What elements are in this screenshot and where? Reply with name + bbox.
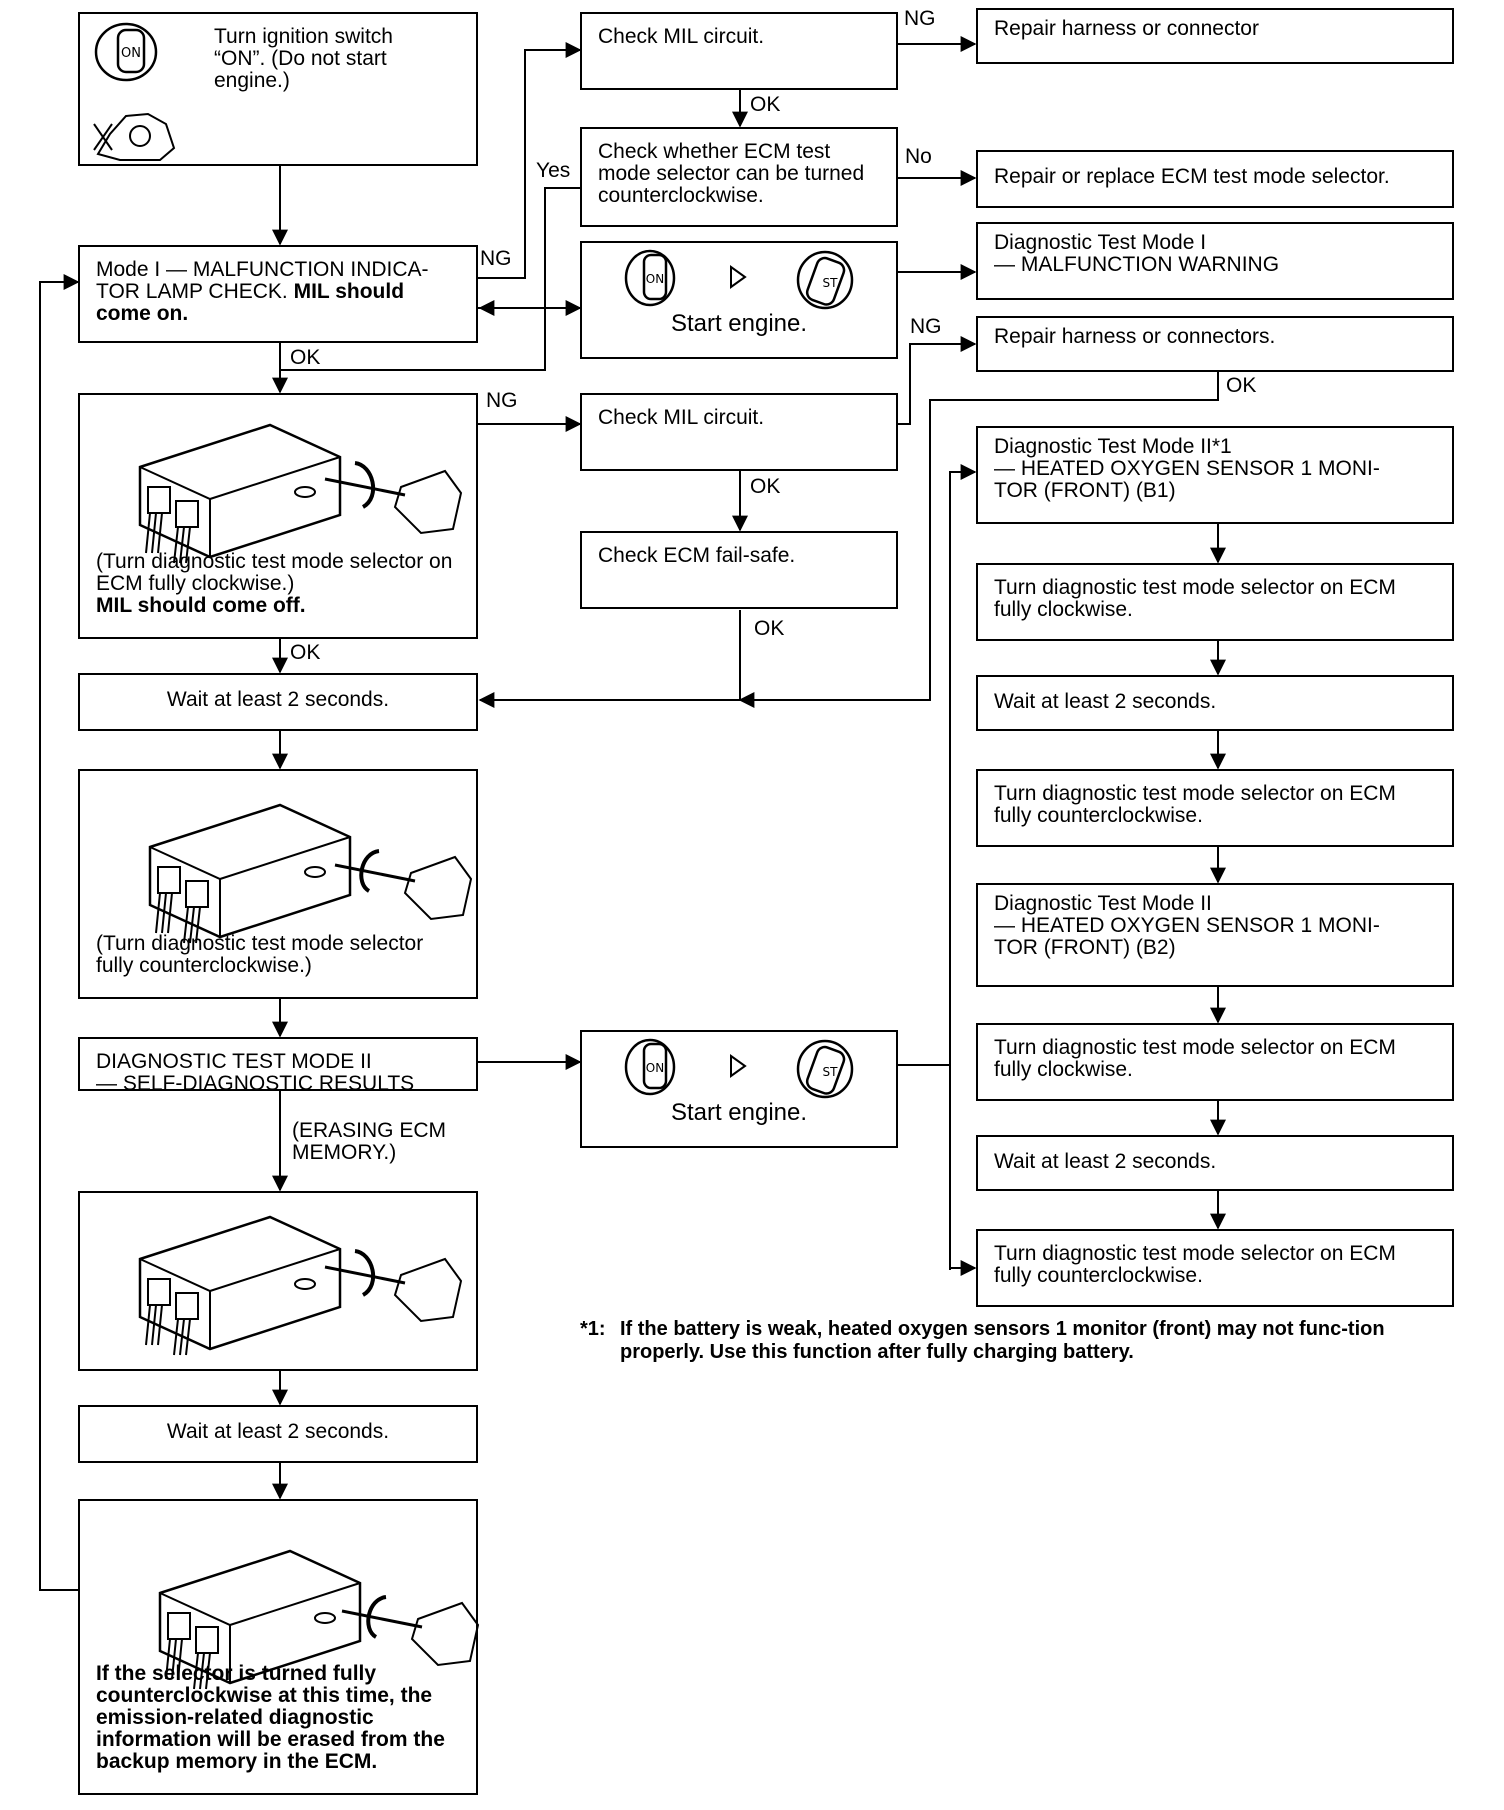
wait-box-3: Wait at least 2 seconds.	[976, 675, 1454, 731]
wait-text-2: Wait at least 2 seconds.	[166, 1420, 390, 1443]
svg-text:ON: ON	[646, 1061, 664, 1075]
turn-ccw-text-2: Turn diagnostic test mode selector on EC…	[994, 1242, 1396, 1287]
diag-mode2-b2-text: Diagnostic Test Mode II — HEATED OXYGEN …	[994, 892, 1380, 959]
ecm-unit-icon	[138, 1215, 342, 1356]
screwdriver-hand-icon	[341, 1595, 480, 1667]
check-failsafe-box: Check ECM fail-safe.	[580, 531, 898, 609]
ecm-unit-icon	[138, 423, 342, 564]
svg-text:ST: ST	[823, 1065, 839, 1079]
ignition-step-text: Turn ignition switch “ON”. (Do not start…	[214, 25, 393, 92]
footnote-text: If the battery is weak, heated oxygen se…	[620, 1318, 1385, 1363]
repair-selector-text: Repair or replace ECM test mode selector…	[994, 165, 1390, 188]
diag-mode2-self-box: DIAGNOSTIC TEST MODE II — SELF-DIAGNOSTI…	[78, 1037, 478, 1095]
diag-mode2-self-text: DIAGNOSTIC TEST MODE II — SELF-DIAGNOSTI…	[96, 1050, 415, 1095]
arrow-right-icon	[730, 265, 747, 289]
diag-mode2-b1-text: Diagnostic Test Mode II*1 — HEATED OXYGE…	[994, 435, 1380, 502]
ng-label: NG	[910, 315, 942, 338]
mode1-mil-check-box: Mode I — MALFUNCTION INDICA-TOR LAMP CHE…	[78, 245, 478, 343]
ok-label: OK	[290, 641, 321, 664]
wait-text-4: Wait at least 2 seconds.	[994, 1150, 1217, 1173]
check-mil-circuit-box-2: Check MIL circuit.	[580, 393, 898, 471]
repair-harness-box-2: Repair harness or connectors.	[976, 316, 1454, 372]
arrow-right-icon	[730, 1054, 747, 1078]
ok-label: OK	[750, 475, 781, 498]
turn-cw-box-1: Turn diagnostic test mode selector on EC…	[976, 563, 1454, 641]
ok-label: OK	[750, 93, 781, 116]
ok-label: OK	[1226, 374, 1257, 397]
ignition-key-icon: ON	[94, 22, 158, 82]
mode1-title: Mode I — MALFUNCTION INDICA-TOR LAMP CHE…	[96, 258, 429, 303]
turn-ccw-text-1: Turn diagnostic test mode selector on EC…	[994, 782, 1396, 827]
repair-harness-text-2: Repair harness or connectors.	[994, 325, 1276, 348]
ignition-key-icon: ON	[624, 249, 676, 307]
diag-mode1-box: Diagnostic Test Mode I — MALFUNCTION WAR…	[976, 222, 1454, 300]
ok-label: OK	[290, 346, 321, 369]
ignition-key-icon: ST	[796, 250, 854, 310]
screwdriver-hand-icon	[324, 1249, 463, 1323]
wait-box-1: Wait at least 2 seconds.	[78, 673, 478, 731]
ignition-step-box: ON Turn ignition switch “ON”. (Do not st…	[78, 12, 478, 166]
ecm-erase-box	[78, 1191, 478, 1371]
yes-label: Yes	[536, 159, 571, 182]
no-label: No	[905, 145, 932, 168]
ng-label: NG	[904, 7, 936, 30]
start-engine-text-2: Start engine.	[670, 1099, 808, 1126]
ignition-key-icon: ON	[624, 1038, 676, 1096]
start-engine-box-2: ON ST Start engine.	[580, 1030, 898, 1148]
diag-mode2-b1-box: Diagnostic Test Mode II*1 — HEATED OXYGE…	[976, 426, 1454, 524]
wait-box-4: Wait at least 2 seconds.	[976, 1135, 1454, 1191]
clockwise-caption: (Turn diagnostic test mode selector on E…	[96, 550, 453, 595]
ecm-unit-icon	[158, 1549, 362, 1690]
turn-cw-box-2: Turn diagnostic test mode selector on EC…	[976, 1023, 1454, 1101]
svg-text:ON: ON	[646, 272, 664, 286]
engine-icon	[93, 112, 176, 161]
svg-text:ON: ON	[121, 46, 141, 61]
turn-cw-text-2: Turn diagnostic test mode selector on EC…	[994, 1036, 1396, 1081]
ignition-key-icon: ST	[796, 1039, 854, 1099]
turn-ccw-box-2: Turn diagnostic test mode selector on EC…	[976, 1229, 1454, 1307]
diag-mode1-text: Diagnostic Test Mode I — MALFUNCTION WAR…	[994, 231, 1280, 276]
check-mil-circuit-text-2: Check MIL circuit.	[598, 406, 765, 429]
repair-selector-box: Repair or replace ECM test mode selector…	[976, 150, 1454, 208]
screwdriver-hand-icon	[324, 461, 463, 535]
ecm-unit-icon	[148, 803, 352, 944]
check-mil-circuit-box-1: Check MIL circuit.	[580, 12, 898, 90]
check-mil-circuit-text-1: Check MIL circuit.	[598, 25, 765, 48]
svg-text:ST: ST	[823, 276, 839, 290]
diag-mode2-b2-box: Diagnostic Test Mode II — HEATED OXYGEN …	[976, 883, 1454, 987]
mode1-instruction: MIL should come on.	[96, 280, 405, 325]
ecm-final-box: If the selector is turned fully counterc…	[78, 1499, 480, 1795]
repair-harness-text-1: Repair harness or connector	[994, 17, 1259, 40]
turn-cw-text-1: Turn diagnostic test mode selector on EC…	[994, 576, 1396, 621]
ecm-clockwise-box: (Turn diagnostic test mode selector on E…	[78, 393, 478, 639]
turn-ccw-box-1: Turn diagnostic test mode selector on EC…	[976, 769, 1454, 847]
start-engine-box-1: ON ST Start engine.	[580, 241, 898, 359]
erasing-memory-label: (ERASING ECM MEMORY.)	[292, 1119, 447, 1164]
start-engine-text-1: Start engine.	[670, 310, 808, 337]
ecm-counterclockwise-box: (Turn diagnostic test mode selector full…	[78, 769, 478, 999]
check-selector-box: Check whether ECM test mode selector can…	[580, 127, 898, 227]
erase-warning-caption: If the selector is turned fully counterc…	[96, 1662, 445, 1773]
check-selector-text: Check whether ECM test mode selector can…	[598, 140, 865, 207]
wait-text-1: Wait at least 2 seconds.	[166, 688, 390, 711]
wait-box-2: Wait at least 2 seconds.	[78, 1405, 478, 1463]
repair-harness-box-1: Repair harness or connector	[976, 8, 1454, 64]
counterclockwise-caption: (Turn diagnostic test mode selector full…	[96, 932, 424, 977]
ng-label: NG	[480, 247, 512, 270]
mil-off-caption: MIL should come off.	[96, 594, 306, 617]
check-failsafe-text: Check ECM fail-safe.	[598, 544, 796, 567]
ok-label: OK	[754, 617, 785, 640]
ng-label: NG	[486, 389, 518, 412]
screwdriver-hand-icon	[334, 849, 473, 921]
footnote-mark: *1:	[580, 1318, 606, 1340]
wait-text-3: Wait at least 2 seconds.	[994, 690, 1217, 713]
